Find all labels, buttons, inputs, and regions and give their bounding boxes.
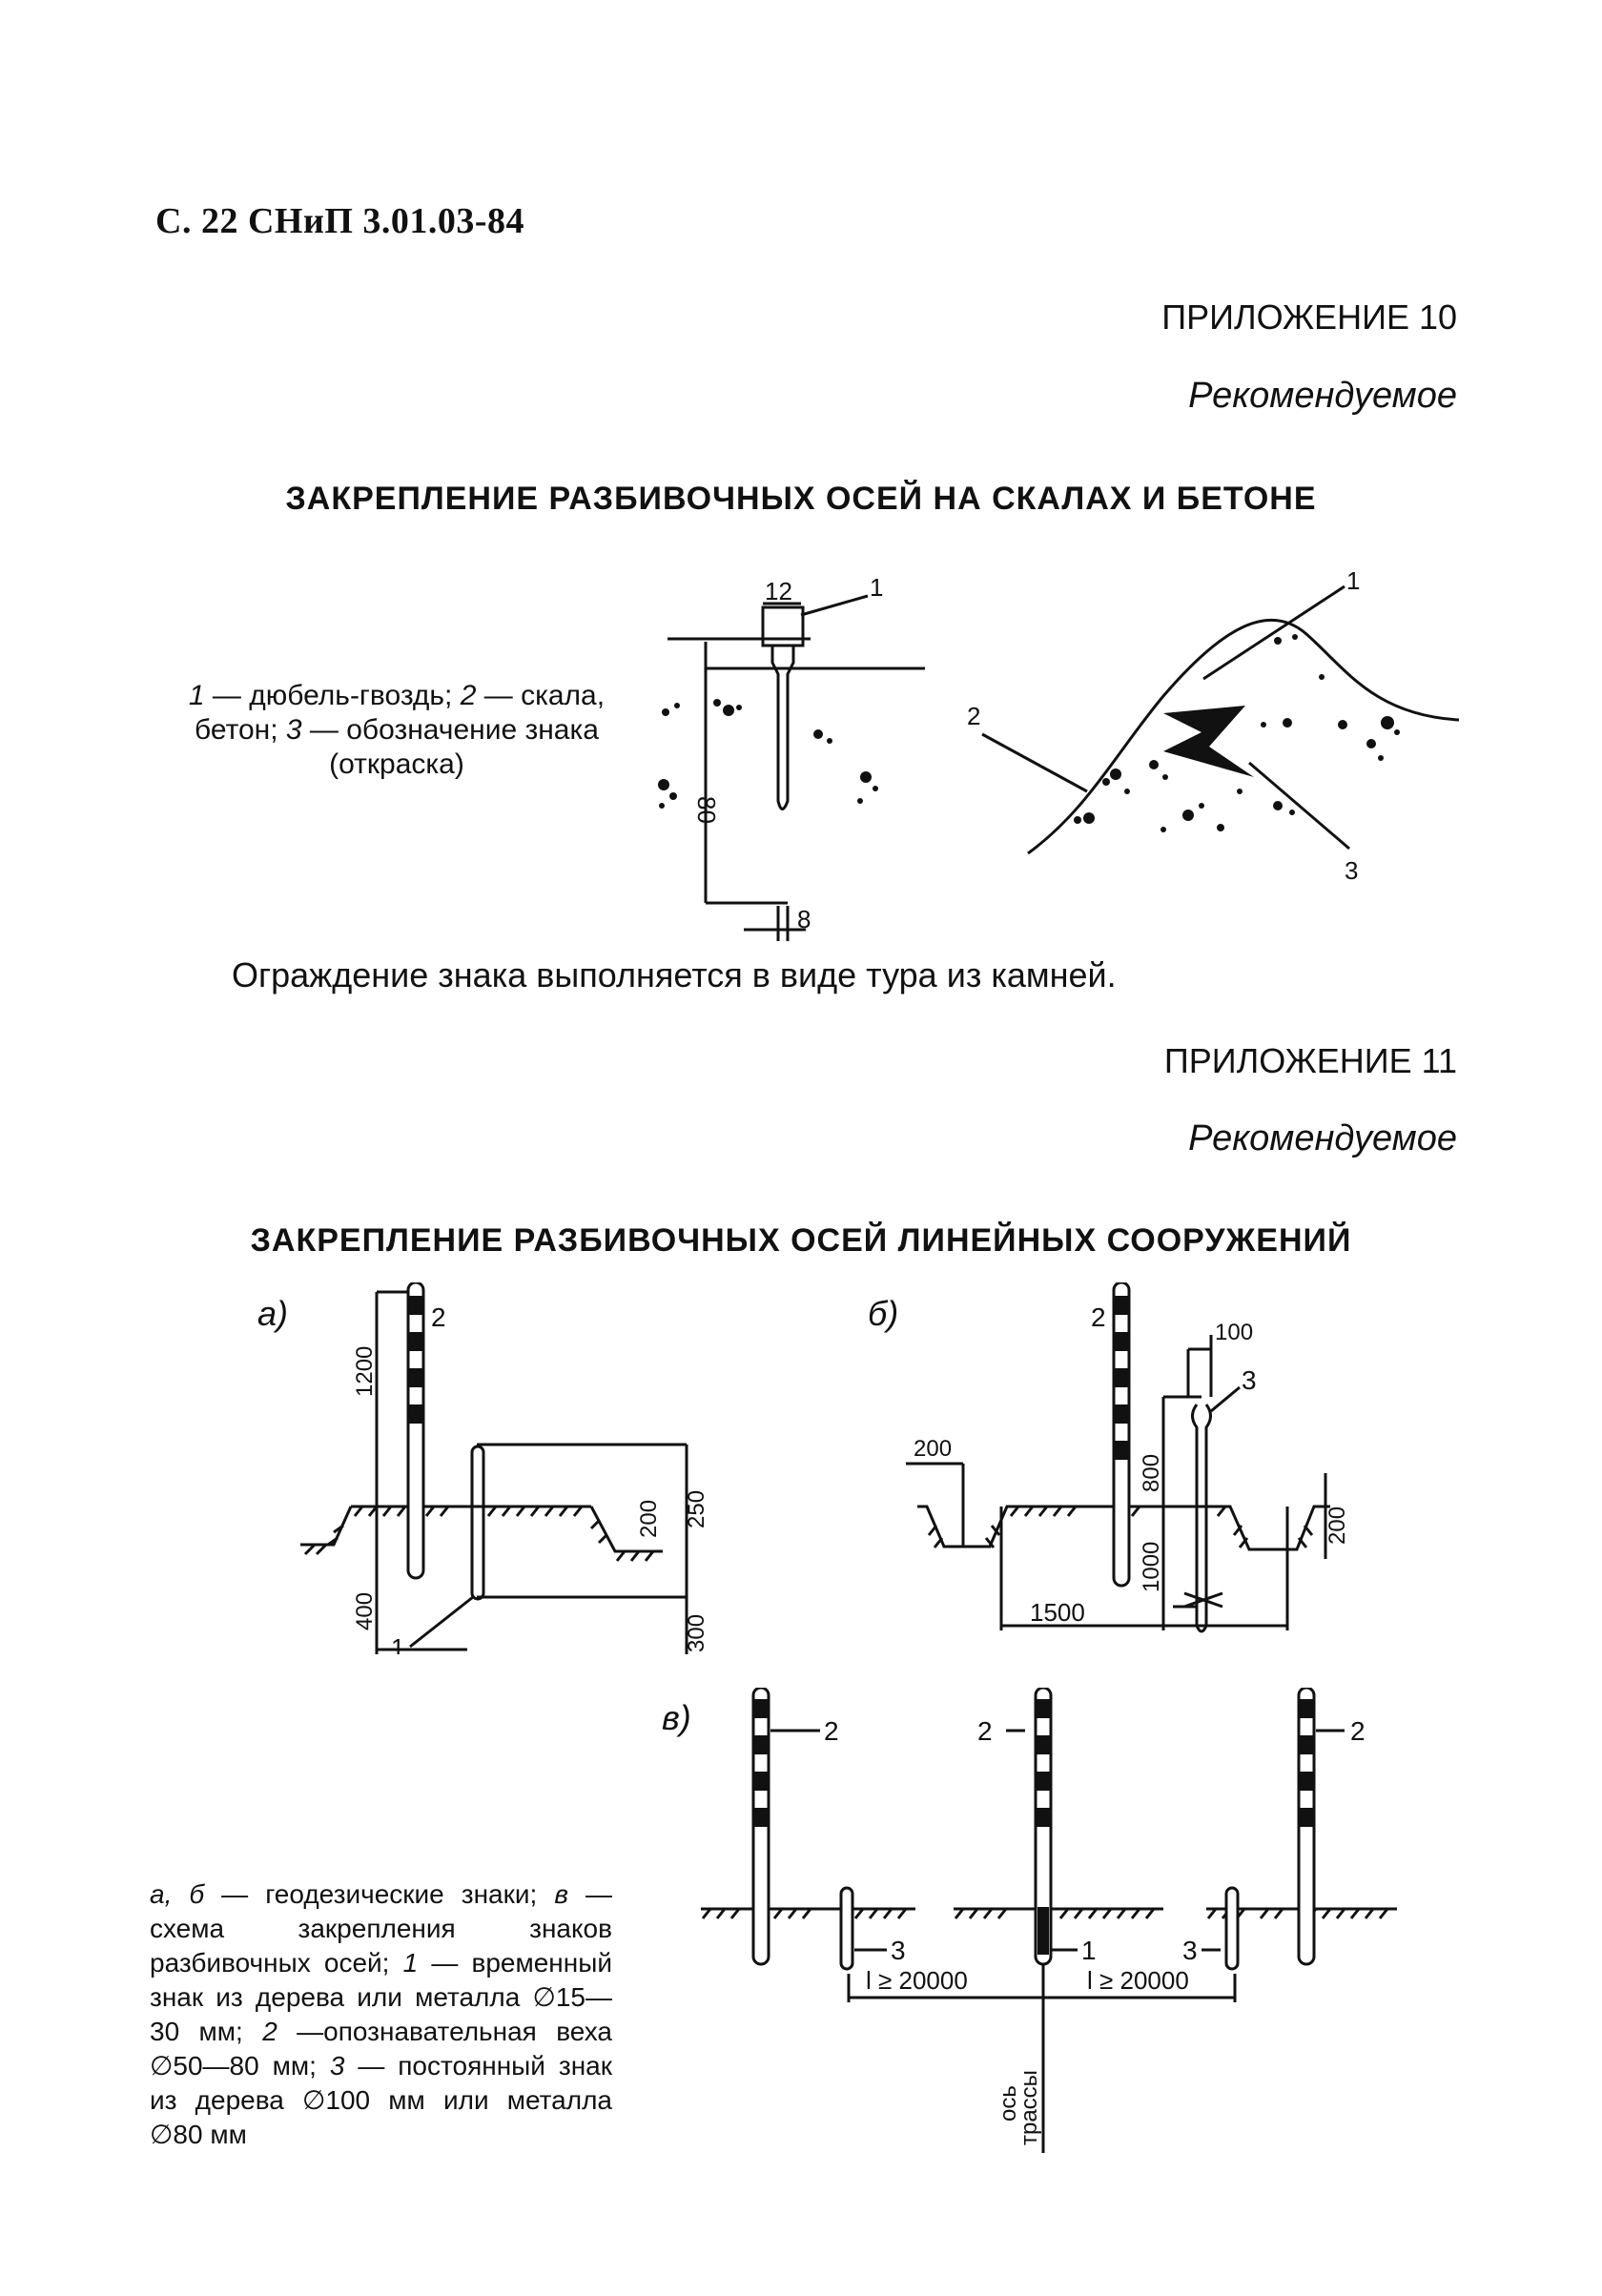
dim-right: l ≥ 20000 [1087, 1966, 1189, 1995]
figure-v-label: в) [662, 1698, 691, 1737]
appendix-10-status: Рекомендуемое [1188, 376, 1457, 416]
dim-length-80: 80 [692, 796, 721, 824]
dim-200-left: 200 [914, 1436, 952, 1462]
dim-head-12: 12 [765, 577, 792, 605]
dim-300: 300 [684, 1614, 709, 1652]
figure-a-label: а) [257, 1294, 288, 1333]
callout-1: 1 [1081, 1936, 1097, 1965]
dim-800: 800 [1139, 1454, 1164, 1492]
callout-2: 2 [967, 702, 980, 730]
callout-3: 3 [1345, 856, 1358, 885]
callout-2-left: 2 [824, 1716, 839, 1746]
callout-3-right: 3 [1182, 1936, 1198, 1965]
axis-label-2: трассы [1017, 2070, 1042, 2145]
appendix-10-legend: 1 — дюбель-гвоздь; 2 — скала, бетон; 3 —… [188, 680, 606, 780]
figure-a: а) 2 1200 400 200 [257, 1282, 709, 1654]
callout-3: 3 [1242, 1365, 1257, 1395]
appendix-10-title: ЗАКРЕПЛЕНИЕ РАЗБИВОЧНЫХ ОСЕЙ НА СКАЛАХ И… [285, 481, 1317, 517]
dim-100: 100 [1215, 1320, 1253, 1345]
appendix-10-label: ПРИЛОЖЕНИЕ 10 [1161, 297, 1457, 337]
figure-b-label: б) [868, 1294, 898, 1333]
appendix-11-label: ПРИЛОЖЕНИЕ 11 [1163, 1041, 1457, 1080]
callout-2-right: 2 [1350, 1716, 1366, 1746]
callout-2: 2 [431, 1302, 446, 1332]
appendix-11-title: ЗАКРЕПЛЕНИЕ РАЗБИВОЧНЫХ ОСЕЙ ЛИНЕЙНЫХ СО… [250, 1222, 1352, 1259]
dim-1000: 1000 [1139, 1542, 1164, 1592]
callout-3-left: 3 [891, 1936, 906, 1965]
page-header: С. 22 СНиП 3.01.03-84 [155, 201, 525, 241]
appendix-11-legend: а, б — геодезические знаки; в — схема за… [150, 1879, 613, 2149]
callout-1: 1 [870, 573, 883, 602]
figure-v: в) [662, 1688, 1397, 2153]
callout-2: 2 [1091, 1302, 1106, 1332]
appendix-10-note: Ограждение знака выполняется в виде тура… [232, 955, 1117, 994]
dim-200: 200 [636, 1500, 662, 1538]
callout-1-rock: 1 [1346, 566, 1360, 595]
dim-1200: 1200 [352, 1346, 378, 1397]
dim-left: l ≥ 20000 [866, 1966, 968, 1995]
dim-diameter-8: 8 [797, 905, 811, 933]
dim-200-right: 200 [1325, 1507, 1350, 1545]
rock-outcrop-figure: 2 1 3 [967, 566, 1460, 885]
figure-b: б) [868, 1282, 1350, 1633]
dim-250: 250 [684, 1490, 709, 1528]
dim-400: 400 [352, 1592, 378, 1630]
dim-1500: 1500 [1030, 1598, 1085, 1627]
callout-1: 1 [391, 1633, 404, 1654]
dowel-nail-figure: 12 80 8 1 [658, 573, 925, 941]
axis-label-1: ось [996, 2085, 1021, 2122]
callout-2-mid: 2 [977, 1716, 993, 1746]
appendix-11-status: Рекомендуемое [1188, 1118, 1457, 1158]
